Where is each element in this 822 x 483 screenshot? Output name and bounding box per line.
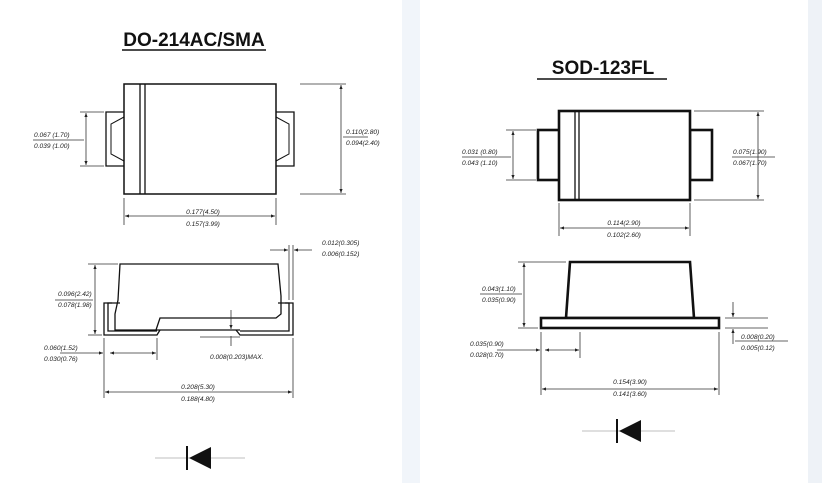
do214ac-lead-width-max: 0.067 (1.70) <box>34 132 70 139</box>
sod123fl-lead-width-max: 0.031 (0.80) <box>462 149 498 156</box>
do214ac-body-length-max: 0.177(4.50) <box>186 209 220 216</box>
do214ac-body-height-min: 0.094(2.40) <box>346 140 380 147</box>
sod123fl-panel <box>420 0 822 483</box>
do214ac-drawing: DO-214AC/SMA <box>33 30 380 470</box>
diode-symbol-icon <box>582 419 675 443</box>
do214ac-side-view <box>103 263 294 336</box>
sod123fl-lead-thickness-max: 0.008(0.20) <box>741 334 775 341</box>
do214ac-overall-min: 0.188(4.80) <box>181 396 215 403</box>
sod123fl-body-length-max: 0.114(2.90) <box>607 220 640 227</box>
do214ac-top-view <box>105 83 295 195</box>
do214ac-foot-min: 0.030(0.76) <box>44 356 78 363</box>
do214ac-height-min: 0.078(1.98) <box>58 302 92 309</box>
do214ac-lead-thickness-max: 0.012(0.305) <box>322 240 359 247</box>
sod123fl-lead-thickness-min: 0.005(0.12) <box>741 345 775 352</box>
do214ac-title: DO-214AC/SMA <box>123 30 265 51</box>
sod123fl-overall-min: 0.141(3.60) <box>613 391 647 398</box>
do214ac-lead-thickness-min: 0.006(0.152) <box>322 251 359 258</box>
sod123fl-body-height-max: 0.075(1.90) <box>733 149 767 156</box>
sod123fl-overall-max: 0.154(3.90) <box>613 379 647 386</box>
page-edge-strip <box>808 0 822 483</box>
do214ac-body-height-max: 0.110(2.80) <box>346 129 379 136</box>
sod123fl-lead-width-min: 0.043 (1.10) <box>462 160 498 167</box>
sod123fl-title: SOD-123FL <box>552 58 655 79</box>
do214ac-panel <box>0 0 402 483</box>
do214ac-overall-max: 0.208(5.30) <box>181 384 215 391</box>
sod123fl-top-view <box>536 109 714 202</box>
diode-symbol-icon <box>155 446 245 470</box>
do214ac-standoff: 0.008(0.203)MAX. <box>210 354 264 361</box>
do214ac-lead-width-min: 0.039 (1.00) <box>34 143 70 150</box>
do214ac-height-max: 0.096(2.42) <box>58 291 92 298</box>
sod123fl-height-min: 0.035(0.90) <box>482 297 516 304</box>
sod123fl-body-length-min: 0.102(2.60) <box>607 232 641 239</box>
sod123fl-height-max: 0.043(1.10) <box>482 286 516 293</box>
panel-divider <box>402 0 420 483</box>
sod123fl-drawing: SOD-123FL 0.031 (0.80) 0.043 (1.10) 0.07… <box>462 58 788 443</box>
do214ac-foot-max: 0.060(1.52) <box>44 345 78 352</box>
sod123fl-foot-min: 0.028(0.70) <box>470 352 504 359</box>
sod123fl-body-height-min: 0.067(1.70) <box>733 160 767 167</box>
sod123fl-foot-max: 0.035(0.90) <box>470 341 504 348</box>
do214ac-body-length-min: 0.157(3.99) <box>186 221 220 228</box>
sod123fl-side-view <box>539 260 721 330</box>
